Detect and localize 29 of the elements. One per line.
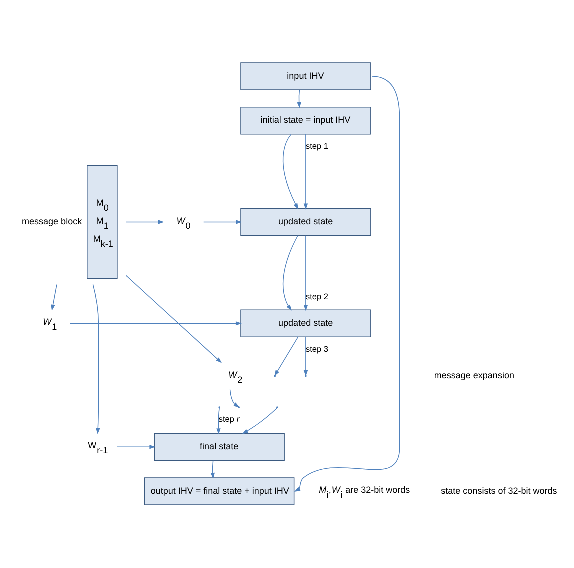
arrow — [92, 284, 100, 434]
arrow — [126, 220, 164, 224]
arrow — [282, 134, 299, 210]
node-box: updated state — [240, 208, 372, 236]
arrow — [304, 336, 308, 377]
label: message expansion — [434, 370, 514, 381]
node-box: updated state — [240, 310, 372, 338]
arrow — [203, 220, 242, 224]
edge-label: step 2 — [306, 292, 328, 302]
arrow — [117, 445, 156, 450]
arrow — [282, 236, 298, 311]
arrow — [210, 460, 215, 480]
node-box: input IHV — [240, 62, 372, 90]
arrow — [242, 408, 278, 434]
arrow — [304, 235, 308, 312]
arrow — [51, 284, 58, 311]
node-box: final state — [154, 433, 285, 462]
arrow — [294, 76, 400, 492]
label: state consists of 32-bit words — [441, 486, 558, 496]
node-box: initial state = input IHV — [240, 106, 372, 135]
node-box: output IHV = final state + input IHV — [144, 478, 295, 506]
arrow — [126, 275, 222, 364]
arrow — [297, 90, 302, 108]
arrow — [304, 134, 308, 210]
edge-label: step 3 — [306, 345, 328, 354]
node-label: message block — [22, 216, 82, 227]
edge-label: step 1 — [306, 142, 328, 152]
edge-label: step r — [218, 415, 240, 424]
arrow — [70, 322, 242, 326]
